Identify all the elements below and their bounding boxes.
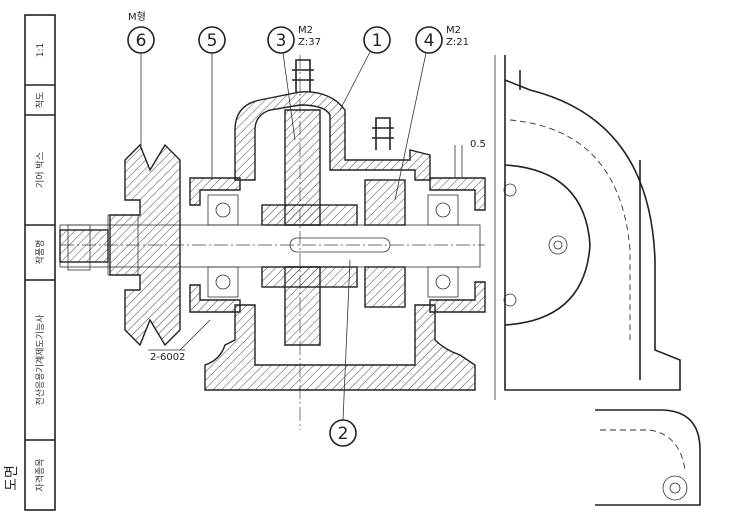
svg-text:M형: M형 <box>128 11 146 23</box>
part-name: 기어 박스 <box>35 152 46 188</box>
clearance-dimension: 0.5 <box>470 139 486 150</box>
svg-text:4: 4 <box>424 31 435 51</box>
balloon-6: M형 6 <box>127 11 155 150</box>
balloon-2: 2 <box>329 259 357 447</box>
detail-view <box>595 409 701 506</box>
bearing-callout: 2-6002 <box>150 352 185 363</box>
side-view <box>494 55 681 400</box>
part-name-label: 작품명 <box>35 240 46 265</box>
title-block: 1:1 척도 기어 박스 작품명 전산응용기계제도기능사 자격종목 도면 <box>4 14 56 511</box>
bearing-left <box>207 194 239 298</box>
svg-text:3: 3 <box>276 31 287 51</box>
svg-text:Z:37: Z:37 <box>298 37 321 48</box>
scale-label: 척도 <box>35 92 46 109</box>
balloon-3: 3 M2 Z:37 <box>267 25 321 141</box>
qualification: 전산응용기계제도기능사 <box>34 314 46 406</box>
balloon-4: 4 M2 Z:21 <box>394 25 469 201</box>
svg-text:6: 6 <box>136 31 147 51</box>
svg-text:M2: M2 <box>298 25 313 36</box>
balloon-5: 5 <box>198 26 226 180</box>
svg-text:1: 1 <box>372 31 383 51</box>
svg-text:M2: M2 <box>446 25 461 36</box>
qualification-label: 자격종목 <box>34 458 46 491</box>
svg-text:5: 5 <box>207 31 218 51</box>
drawing-label: 도면 <box>4 465 20 491</box>
section-view: 0.5 2-6002 <box>59 55 486 430</box>
svg-text:2: 2 <box>338 424 349 444</box>
scale-value: 1:1 <box>36 43 46 57</box>
svg-text:Z:21: Z:21 <box>446 37 469 48</box>
bearing-right <box>427 194 459 298</box>
balloon-1: 1 <box>339 26 391 111</box>
